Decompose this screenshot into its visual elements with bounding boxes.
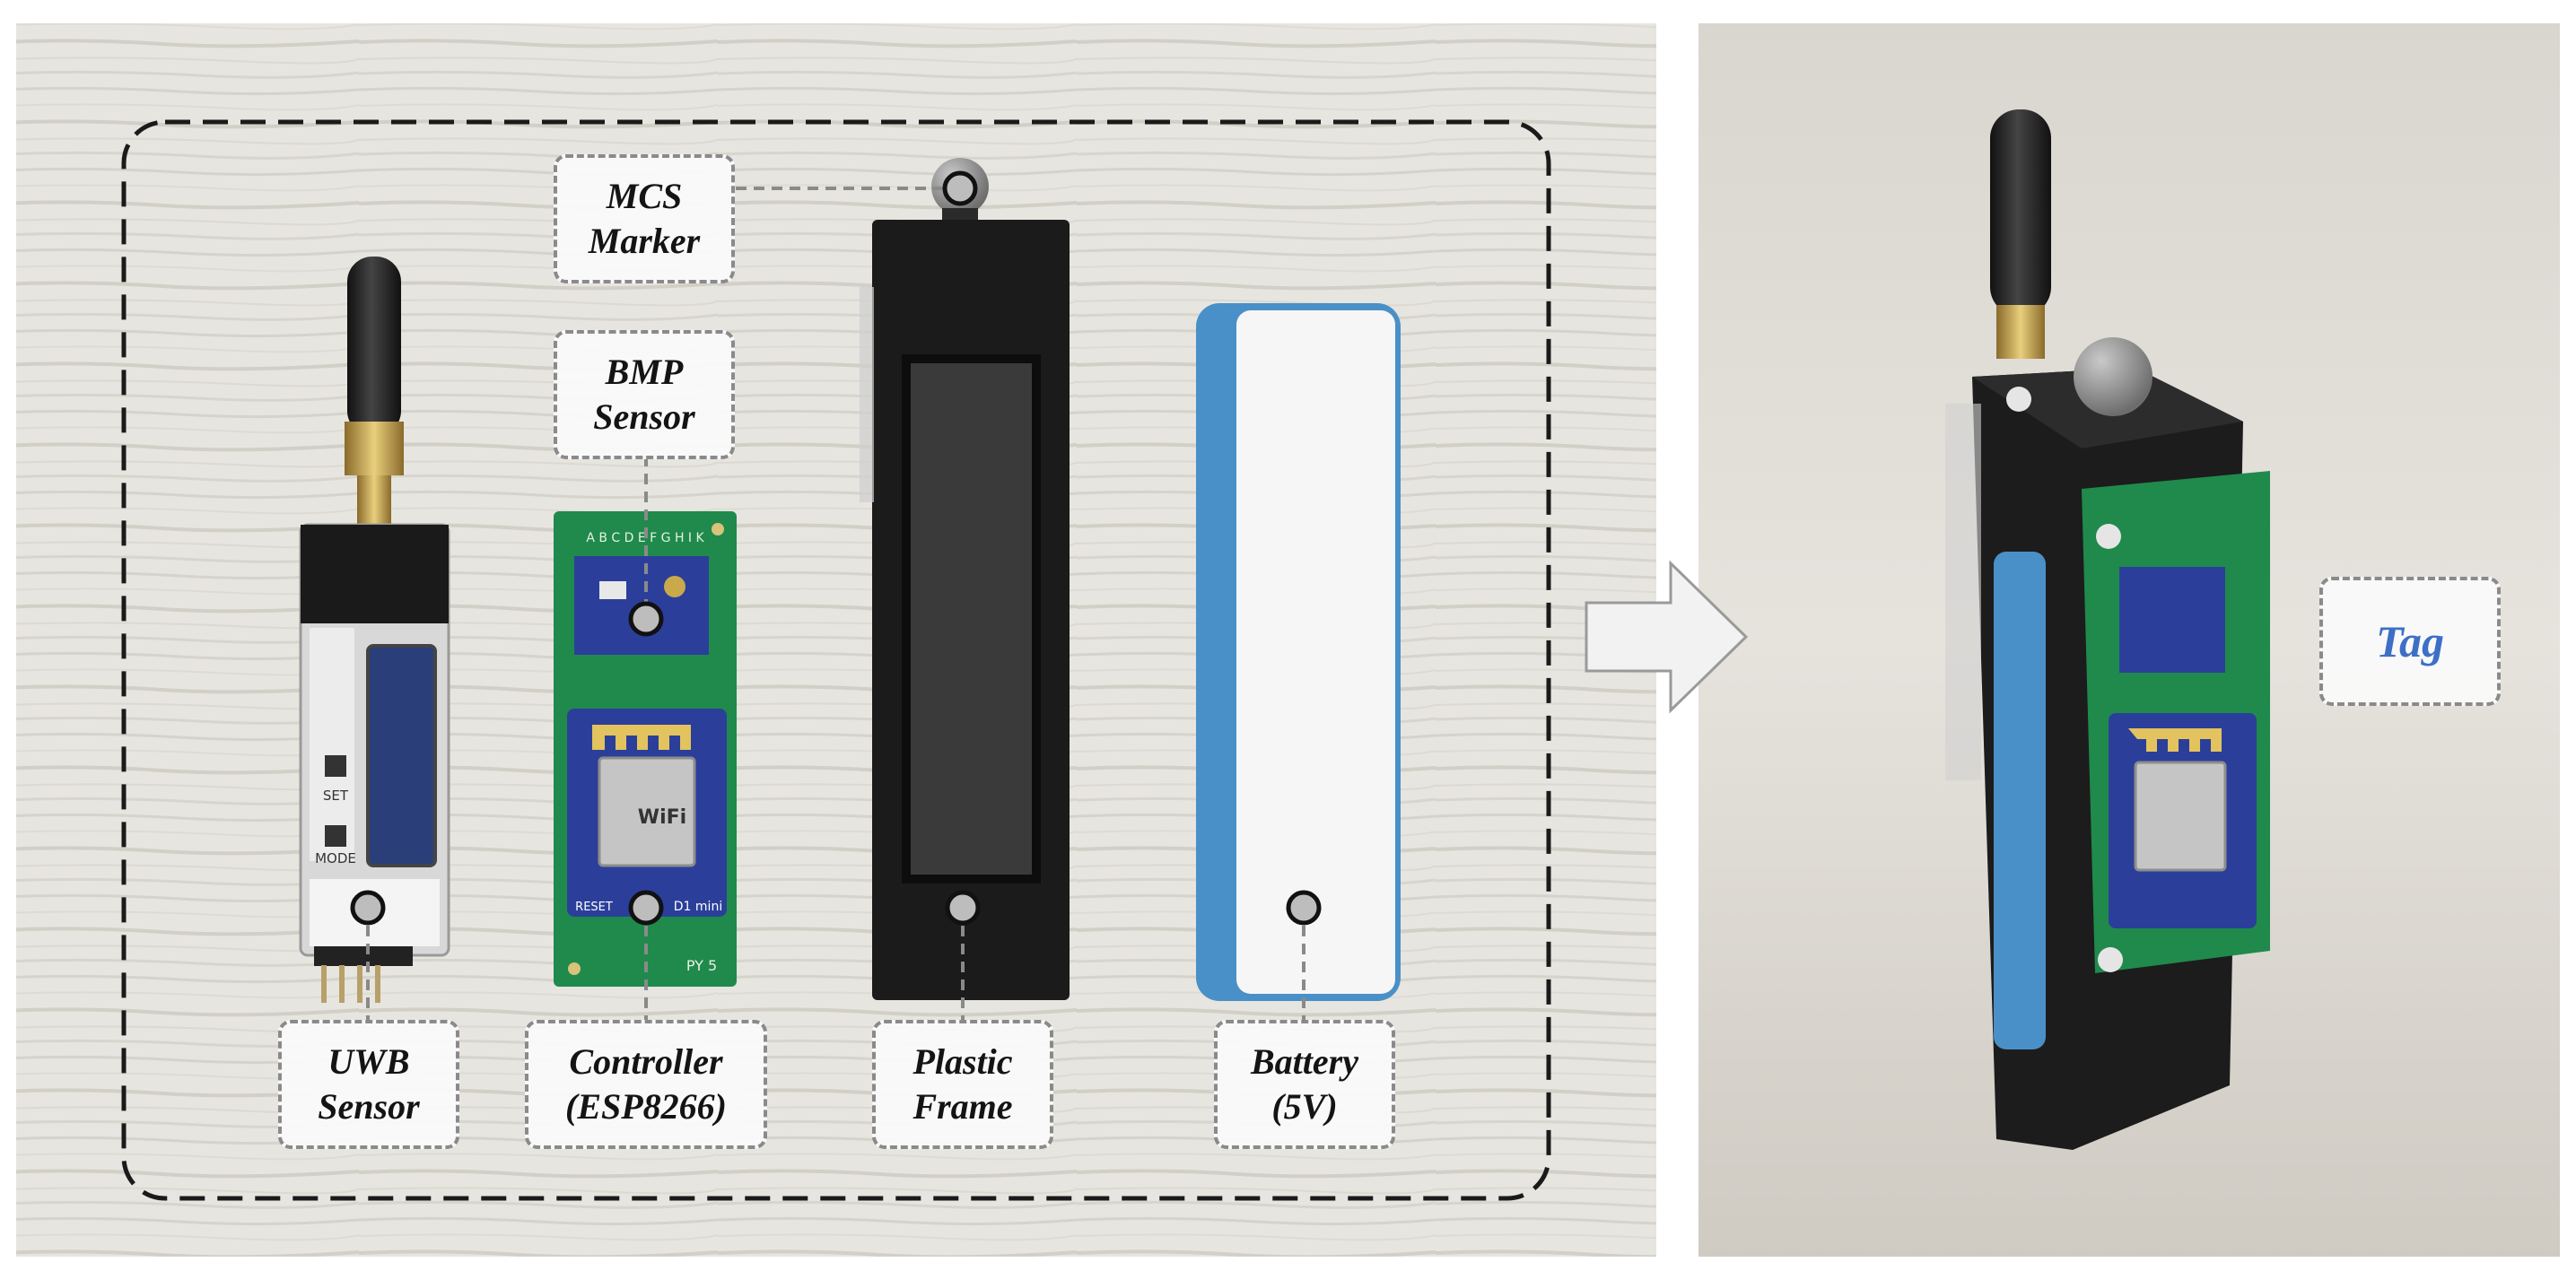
components-group-frame [121,119,1551,1201]
marker-dot-controller [628,890,664,926]
label-bmp-sensor: BMP Sensor [554,330,735,459]
label-tag: Tag [2319,577,2501,706]
marker-dot-battery [1286,890,1322,926]
leader-lines [366,187,1305,1020]
label-battery: Battery (5V) [1214,1020,1395,1149]
board-mark-print: PY 5 [686,957,717,974]
marker-dot-frame [945,890,981,926]
label-controller: Controller (ESP8266) [525,1020,767,1149]
uwb-mode-print: MODE [315,850,356,866]
controller-board-device: A B C D E F G H I K WiFi RESET D1 mini P… [554,511,737,987]
uwb-sensor-device: SET MODE [299,257,450,1003]
marker-dot-uwb [350,890,386,926]
left-panel-background [16,23,1656,1257]
uwb-set-print: SET [323,788,349,804]
arrow-right-icon [1585,560,1749,714]
assembled-tag-device [1945,109,2270,1150]
marker-dots [350,170,1322,926]
wifi-logo-print: WiFi [638,806,686,829]
reset-print: RESET [575,901,613,914]
marker-dot-bmp [628,601,664,637]
board-name-print: D1 mini [674,900,722,914]
label-uwb-sensor: UWB Sensor [278,1020,459,1149]
battery-device [1196,303,1401,1001]
plastic-frame-device [860,158,1070,1000]
label-mcs-marker: MCS Marker [554,154,735,283]
marker-dot-mcs [942,170,978,206]
label-plastic-frame: Plastic Frame [872,1020,1053,1149]
